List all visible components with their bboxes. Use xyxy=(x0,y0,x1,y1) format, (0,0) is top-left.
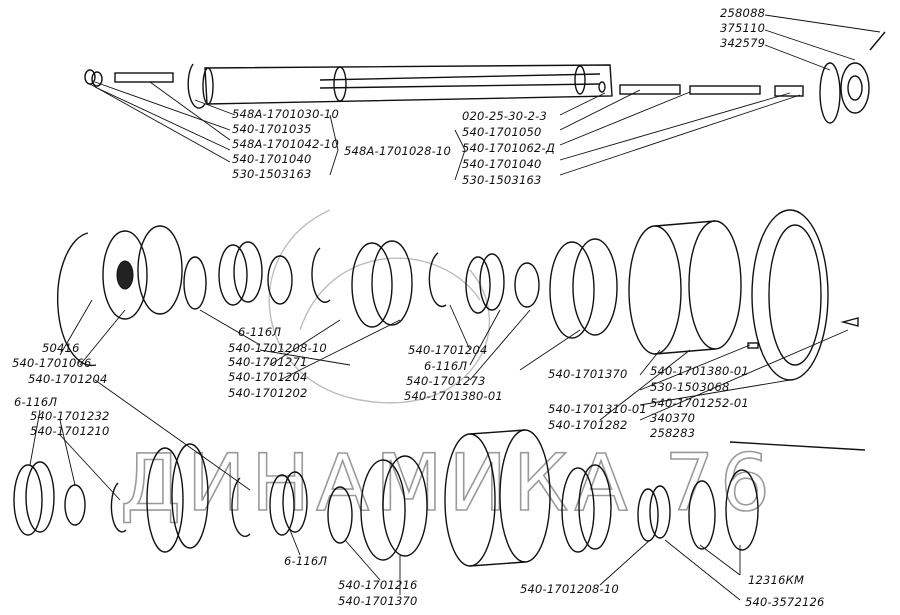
part-label: 342579 xyxy=(720,36,765,50)
part-label: 548А-1701028-10 xyxy=(344,144,451,158)
gear-mid-1 xyxy=(351,240,413,328)
part-label: 020-25-30-2-3 xyxy=(462,109,547,123)
bearing-bottom-3 xyxy=(688,469,759,551)
part-label: 375110 xyxy=(720,21,765,35)
needle-rollers-top xyxy=(598,81,804,97)
bearing-bottom-1 xyxy=(13,461,55,536)
nut-washer-top-right xyxy=(819,31,886,124)
part-label: 540-1701370 xyxy=(338,594,418,608)
gear-bottom-2 xyxy=(360,455,428,561)
part-label: 6-116Л xyxy=(14,395,57,409)
part-label: 530-1503163 xyxy=(232,167,312,181)
gear-bottom-1 xyxy=(146,443,209,553)
part-label: 530-1503068 xyxy=(650,380,730,394)
part-label: 548А-1701030-10 xyxy=(232,107,339,121)
part-label: 540-3572126 xyxy=(745,595,825,609)
part-label: 540-1701035 xyxy=(232,122,312,136)
part-label: 258088 xyxy=(720,6,765,20)
part-label: 540-1701204 xyxy=(28,372,108,386)
part-label: 540-1701282 xyxy=(548,418,628,432)
pin-top xyxy=(114,72,174,83)
watermark-text: ДИНАМИКА 76 xyxy=(120,439,776,529)
part-label: 540-1701040 xyxy=(232,152,312,166)
part-label: 540-1701380-01 xyxy=(650,364,749,378)
part-label: 540-1701380-01 xyxy=(404,389,503,403)
ring-gear-large xyxy=(751,209,829,381)
ring-mid-2 xyxy=(514,262,540,308)
main-shaft xyxy=(202,64,613,105)
part-label: 540-1701252-01 xyxy=(650,396,749,410)
snap-ring-bottom-3 xyxy=(327,486,353,544)
bearing-bottom-2 xyxy=(269,471,308,536)
part-label: 540-1701062-Д xyxy=(462,141,555,155)
part-label: 548А-1701042-10 xyxy=(232,137,339,151)
part-label: 530-1503163 xyxy=(462,173,542,187)
watermark-logo-arc xyxy=(268,209,491,404)
watermark-logo-swoosh xyxy=(299,257,481,331)
part-label: 540-1701204 xyxy=(228,370,308,384)
rings-bottom-4 xyxy=(637,485,671,542)
part-label: 540-1701050 xyxy=(462,125,542,139)
long-pin-bottom xyxy=(729,441,866,451)
part-label: 540-1701208-10 xyxy=(520,582,619,596)
ring-bottom-1 xyxy=(64,484,86,526)
bolt-mid xyxy=(840,317,859,327)
bearing-large-1 xyxy=(102,225,183,320)
synchronizer-bottom xyxy=(444,429,551,567)
part-label: 12316КМ xyxy=(748,573,804,587)
part-label: 540-1701208-10 xyxy=(228,341,327,355)
part-label: 6-116Л xyxy=(424,359,467,373)
part-label: 540-1701040 xyxy=(462,157,542,171)
bearing-mid-1 xyxy=(218,241,263,306)
snap-ring-bottom-1 xyxy=(110,482,127,533)
synchronizer-mid xyxy=(628,220,742,355)
bearing-mid-2 xyxy=(465,253,505,314)
snap-ring-mid-1 xyxy=(311,247,331,303)
part-label: 540-1701232 xyxy=(30,409,110,423)
snap-ring-top xyxy=(187,63,206,109)
part-label: 540-1701216 xyxy=(338,578,418,592)
part-label: 540-1701204 xyxy=(408,343,488,357)
part-label: 540-1701210 xyxy=(30,424,110,438)
snap-ring-mid-2 xyxy=(428,252,447,308)
gear-mid-2 xyxy=(549,238,618,339)
leader-lines xyxy=(29,14,881,601)
shaft-body xyxy=(204,64,613,105)
part-label: 540-1701202 xyxy=(228,386,308,400)
part-labels: 258088 375110 342579 548А-1701030-10 540… xyxy=(12,6,825,609)
part-label: 540-1701310-01 xyxy=(548,402,647,416)
part-label: 540-1701370 xyxy=(548,367,628,381)
ring-mid-1 xyxy=(267,255,293,305)
part-label: 6-116Л xyxy=(284,554,327,568)
part-label: 6-116Л xyxy=(238,325,281,339)
part-label: 258283 xyxy=(650,426,695,440)
snap-ring-large xyxy=(57,232,97,367)
part-label: 540-1701273 xyxy=(406,374,486,388)
part-label: 540-1701271 xyxy=(228,355,308,369)
gear-bottom-3 xyxy=(561,464,612,553)
part-label: 50416 xyxy=(42,341,80,355)
part-label: 540-1701066 xyxy=(12,356,92,370)
washer-mid-1 xyxy=(183,256,207,310)
snap-ring-bottom-2 xyxy=(231,477,251,537)
part-label: 340370 xyxy=(650,411,695,425)
